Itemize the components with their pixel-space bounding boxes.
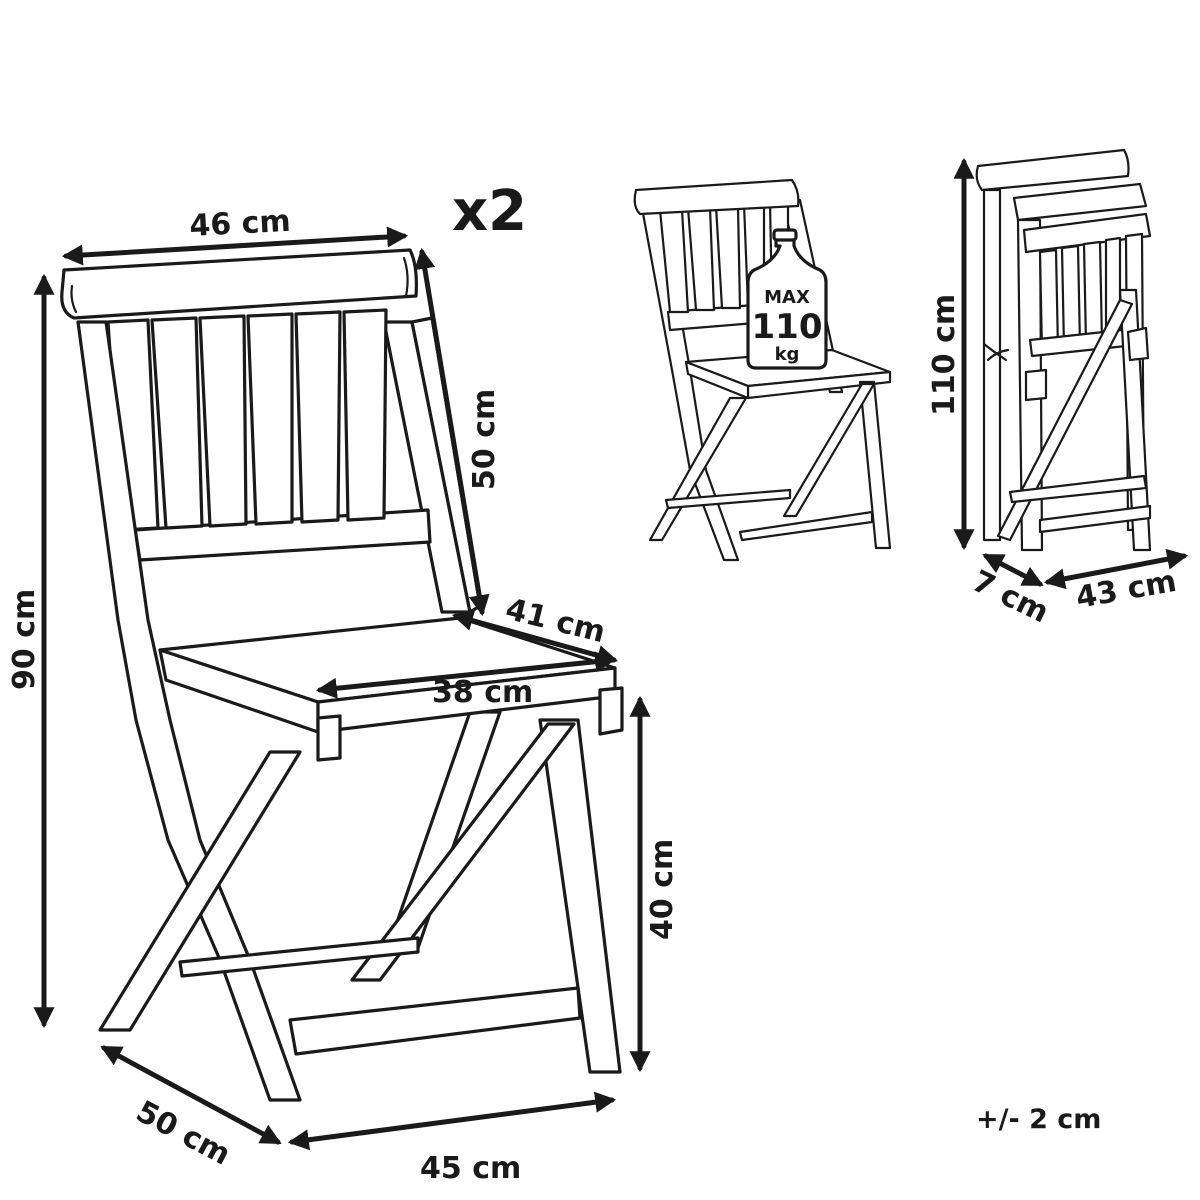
quantity-label: x2 xyxy=(452,179,527,244)
main-chair-drawing xyxy=(60,248,624,1102)
label-top-width: 46 cm xyxy=(189,204,292,244)
folded-chair-dimensions xyxy=(953,157,1189,590)
label-folded-height: 110 cm xyxy=(927,294,962,416)
label-total-height: 90 cm xyxy=(7,589,42,690)
label-base-width: 45 cm xyxy=(420,1151,521,1186)
dim-line-folded-width xyxy=(1043,548,1189,590)
label-base-depth: 50 cm xyxy=(130,1094,236,1172)
label-seat-width: 38 cm xyxy=(432,675,533,710)
weight-icon xyxy=(746,228,828,370)
folded-chair-drawing xyxy=(975,148,1152,552)
main-chair-slats xyxy=(106,308,388,532)
label-back-height: 50 cm xyxy=(467,389,502,490)
tolerance-note: +/- 2 cm xyxy=(976,1104,1101,1135)
label-seat-height: 40 cm xyxy=(645,839,680,940)
dim-line-top-width xyxy=(61,226,409,266)
dim-line-base-depth xyxy=(100,1045,282,1145)
load-badge-value: 110 xyxy=(752,307,823,347)
load-badge-unit: kg xyxy=(775,344,800,365)
dim-line-base-width xyxy=(287,1091,617,1151)
dim-line-folded-depth xyxy=(982,553,1044,587)
load-badge-max: MAX xyxy=(764,287,810,308)
dim-line-seat-width xyxy=(315,651,617,699)
dim-line-back-height xyxy=(414,247,490,617)
load-chair-drawing: MAX 110 kg xyxy=(633,178,892,562)
label-folded-depth: 7 cm xyxy=(966,564,1054,631)
main-chair-dimensions xyxy=(33,226,651,1151)
